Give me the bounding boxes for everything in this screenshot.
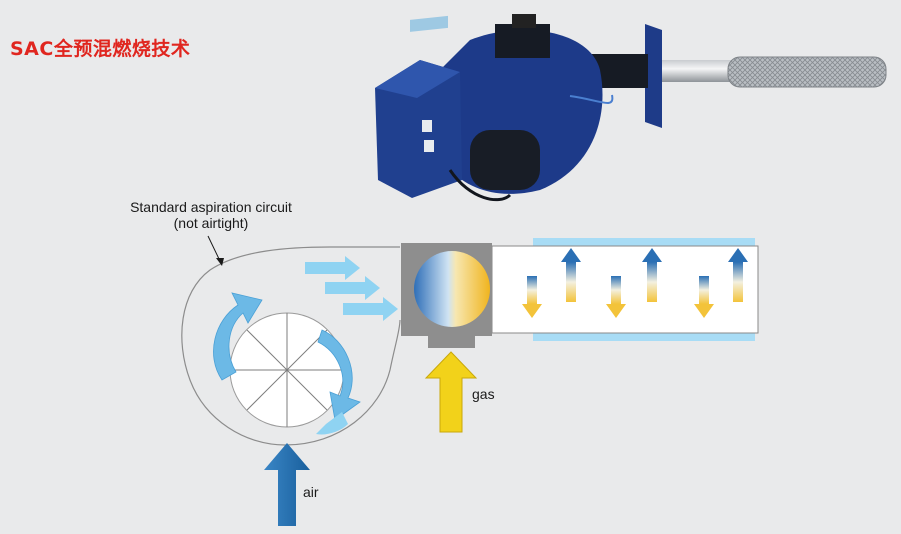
- rotation-arrow-bottom: [316, 412, 348, 435]
- air-arrow: [264, 443, 310, 526]
- burner-motor: [470, 130, 540, 190]
- burner-flange: [645, 24, 662, 128]
- premix-air-arrows: [305, 256, 398, 321]
- label-pointer: [207, 235, 224, 266]
- rotation-arrow-left: [213, 292, 263, 381]
- impeller-blades: [230, 313, 344, 427]
- flame-top-band: [533, 238, 755, 246]
- burner-mesh-head: [727, 56, 887, 88]
- page-title: SAC全预混燃烧技术: [10, 38, 191, 60]
- burner-illustration: [375, 14, 887, 202]
- premix-arrow-1: [305, 256, 360, 280]
- flame-bottom-band: [533, 333, 755, 341]
- circuit-label-line1: Standard aspiration circuit: [130, 199, 292, 215]
- arrow-up-3: [728, 248, 748, 302]
- air-label: air: [303, 484, 319, 500]
- fan-housing: [181, 246, 401, 446]
- arrow-down-2: [606, 276, 626, 318]
- arrow-up-2: [642, 248, 662, 302]
- premix-arrow-3: [343, 297, 398, 321]
- mixing-chamber: [401, 243, 492, 348]
- flow-arrows: [522, 248, 748, 318]
- mixing-lens: [414, 251, 490, 327]
- burner-control-box: [375, 60, 462, 198]
- burner-tube: [655, 60, 731, 82]
- gas-label: gas: [472, 386, 495, 402]
- arrow-down-3: [694, 276, 714, 318]
- burner-top-box: [495, 24, 550, 58]
- gas-inlet: [428, 336, 475, 348]
- circuit-label: Standard aspiration circuit (not airtigh…: [96, 199, 326, 231]
- arrow-up-1: [561, 248, 581, 302]
- burner-display: [410, 15, 448, 32]
- circuit-label-line2: (not airtight): [173, 215, 249, 231]
- premix-arrow-2: [325, 276, 380, 300]
- arrow-down-1: [522, 276, 542, 318]
- gas-arrow: [424, 351, 478, 433]
